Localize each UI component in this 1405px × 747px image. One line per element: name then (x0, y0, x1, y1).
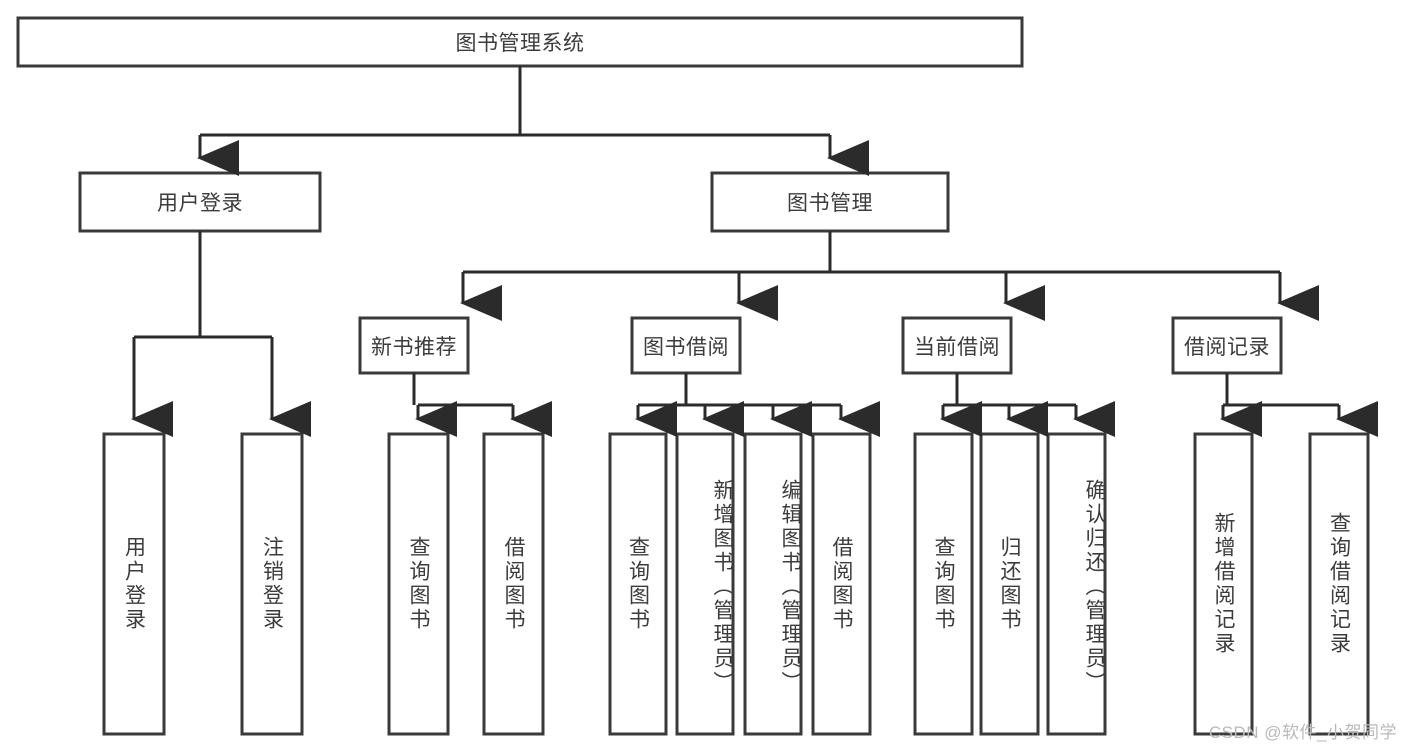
node-box-root[interactable] (16, 16, 1024, 68)
node-box-user-login[interactable] (78, 171, 322, 233)
node-box-leaf-query-book-1[interactable] (387, 432, 450, 736)
node-box-leaf-confirm-return[interactable] (1046, 432, 1107, 736)
node-box-leaf-edit-book[interactable] (743, 432, 803, 736)
node-box-leaf-query-book-2[interactable] (608, 432, 668, 736)
node-box-book-manage[interactable] (710, 171, 950, 233)
node-box-borrow-record[interactable] (1171, 316, 1283, 375)
node-box-leaf-query-record[interactable] (1308, 432, 1370, 736)
node-box-leaf-logout[interactable] (240, 432, 304, 736)
node-box-leaf-return-book[interactable] (979, 432, 1040, 736)
node-box-leaf-user-login[interactable] (102, 432, 166, 736)
node-box-leaf-borrow-book-2[interactable] (811, 432, 872, 736)
node-box-book-borrow[interactable] (630, 316, 742, 375)
node-box-new-book-recommend[interactable] (358, 316, 470, 375)
node-box-leaf-add-record[interactable] (1193, 432, 1254, 736)
node-box-leaf-borrow-book-1[interactable] (482, 432, 545, 736)
node-box-leaf-add-book[interactable] (675, 432, 735, 736)
node-box-current-borrow[interactable] (901, 316, 1013, 375)
node-box-leaf-query-book-3[interactable] (913, 432, 974, 736)
